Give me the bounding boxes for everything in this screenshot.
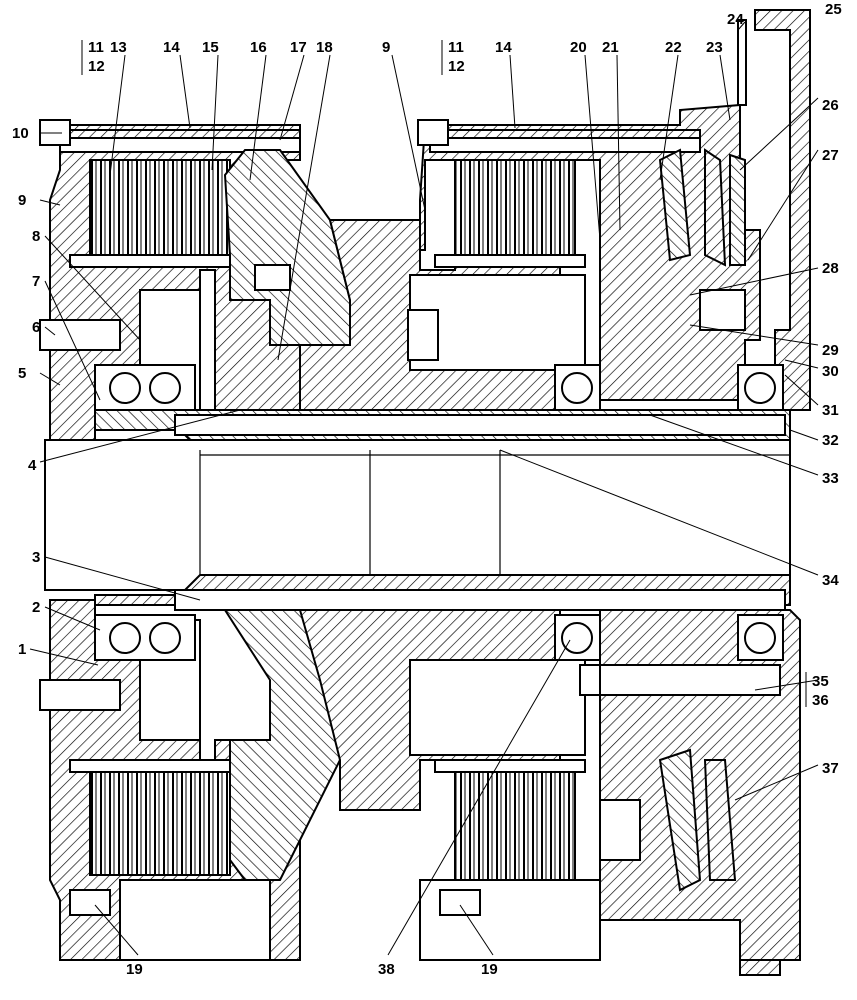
- leader-line: [584, 54, 601, 241]
- callout-19-right: 19: [481, 961, 498, 978]
- callout-16: 16: [250, 39, 267, 56]
- leader-line: [391, 54, 426, 211]
- callout-14-right: 14: [495, 39, 512, 56]
- callout-8: 8: [32, 228, 40, 245]
- leader-line: [29, 648, 99, 666]
- bearings-upper: [94, 364, 784, 411]
- leader-line: [789, 429, 819, 441]
- leader-line: [94, 904, 139, 956]
- callout-21: 21: [602, 39, 619, 56]
- leader-line: [44, 235, 141, 341]
- callout-24: 24: [727, 11, 744, 28]
- callout-11: 11: [88, 39, 104, 56]
- callout-5: 5: [18, 365, 26, 382]
- leader-line: [784, 359, 819, 369]
- leader-line: [279, 54, 305, 141]
- leader-lines: [29, 21, 819, 956]
- bearings-lower: [39, 614, 784, 916]
- callout-13: 13: [110, 39, 127, 56]
- callout-15: 15: [202, 39, 219, 56]
- callout-10: 10: [12, 125, 29, 142]
- central-hub-upper: [299, 219, 586, 411]
- leader-line: [249, 54, 267, 181]
- hollow-shaft: [44, 409, 791, 611]
- leader-line: [734, 764, 819, 801]
- callout-17: 17: [290, 39, 307, 56]
- bolts-upper: [39, 119, 449, 351]
- leader-line: [784, 374, 819, 406]
- callout-11-right: 11: [448, 39, 464, 56]
- leader-line: [44, 556, 201, 601]
- leader-line: [499, 449, 819, 576]
- callout-4: 4: [28, 457, 37, 474]
- leader-line: [509, 54, 516, 129]
- end-cover-upper: [737, 9, 811, 411]
- leader-line: [211, 54, 219, 171]
- leader-line: [39, 372, 61, 386]
- leader-line: [649, 414, 819, 476]
- callout-22: 22: [665, 39, 682, 56]
- clutch-pack-upper-left: [69, 159, 236, 268]
- callout-12: 12: [88, 58, 105, 75]
- callout-33: 33: [822, 470, 839, 487]
- leader-line: [459, 904, 494, 956]
- callout-28: 28: [822, 260, 839, 277]
- callout-6: 6: [32, 319, 40, 336]
- leader-line: [659, 54, 679, 181]
- callout-38: 38: [378, 961, 395, 978]
- callout-12-right: 12: [448, 58, 465, 75]
- leader-line: [616, 54, 621, 231]
- leader-line: [689, 324, 819, 346]
- callout-19-left: 19: [126, 961, 143, 978]
- callout-32: 32: [822, 432, 839, 449]
- disc-springs-upper: [658, 148, 746, 331]
- leader-line: [39, 199, 61, 206]
- callout-27: 27: [822, 147, 839, 164]
- leader-line: [277, 54, 331, 361]
- callout-20: 20: [570, 39, 587, 56]
- callout-35: 35: [812, 673, 829, 690]
- leader-line: [737, 21, 746, 31]
- leader-line: [754, 679, 819, 691]
- leader-line: [739, 97, 819, 171]
- leader-line: [689, 267, 819, 296]
- callout-36: 36: [812, 692, 829, 709]
- callout-31: 31: [822, 402, 839, 419]
- callout-30: 30: [822, 363, 839, 380]
- callout-25: 25: [825, 1, 842, 18]
- leader-line: [179, 54, 191, 129]
- callout-14: 14: [163, 39, 180, 56]
- leader-line: [44, 606, 101, 631]
- callout-1: 1: [18, 641, 26, 658]
- callout-7: 7: [32, 273, 40, 290]
- leader-line: [109, 54, 126, 176]
- leader-line: [747, 149, 819, 261]
- leader-line: [387, 639, 571, 956]
- callout-9-top: 9: [382, 39, 390, 56]
- callout-26: 26: [822, 97, 839, 114]
- leader-line: [44, 326, 56, 336]
- leader-line: [44, 280, 101, 401]
- callout-34: 34: [822, 572, 839, 589]
- callout-23: 23: [706, 39, 723, 56]
- callout-9-left: 9: [18, 192, 26, 209]
- leader-line: [719, 54, 731, 121]
- leader-line: [39, 409, 241, 463]
- callout-2: 2: [32, 599, 40, 616]
- callout-29: 29: [822, 342, 839, 359]
- callout-18: 18: [316, 39, 333, 56]
- callout-3: 3: [32, 549, 40, 566]
- callout-37: 37: [822, 760, 839, 777]
